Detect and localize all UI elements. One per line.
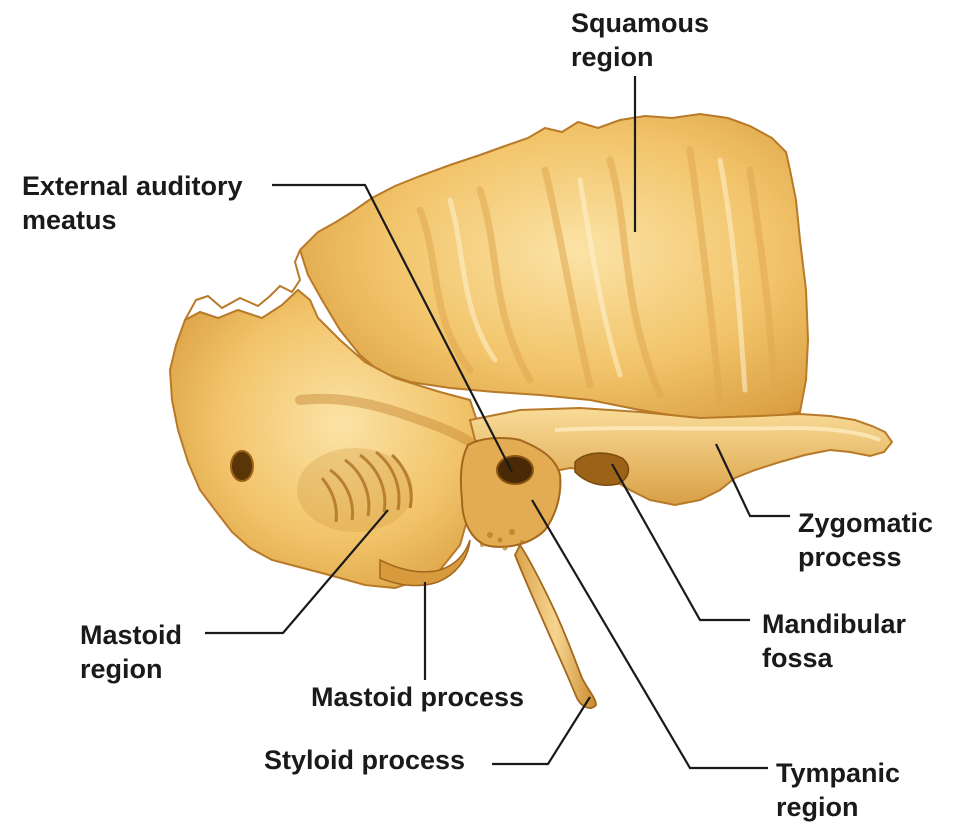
external-auditory-meatus-opening: [497, 456, 533, 484]
label-zygomatic-process: Zygomatic process: [798, 506, 933, 574]
label-zygomatic-line1: Zygomatic: [798, 506, 933, 540]
label-eam-line1: External auditory: [22, 169, 243, 203]
label-squamous-line2: region: [571, 40, 709, 74]
label-styloid-process: Styloid process: [264, 743, 465, 777]
label-tympanic-line2: region: [776, 790, 900, 822]
label-tympanic-region: Tympanic region: [776, 756, 900, 822]
label-mandibular-fossa: Mandibular fossa: [762, 607, 906, 675]
label-styloid-line1: Styloid process: [264, 743, 465, 777]
label-mastoid-region-line2: region: [80, 652, 182, 686]
label-mandibular-line2: fossa: [762, 641, 906, 675]
label-mastoid-process-line1: Mastoid process: [311, 680, 524, 714]
label-mastoid-region-line1: Mastoid: [80, 618, 182, 652]
label-eam-line2: meatus: [22, 203, 243, 237]
label-mastoid-region: Mastoid region: [80, 618, 182, 686]
label-mandibular-line1: Mandibular: [762, 607, 906, 641]
label-external-auditory-meatus: External auditory meatus: [22, 169, 243, 237]
label-squamous-region: Squamous region: [571, 6, 709, 74]
mastoid-foramen: [231, 451, 253, 481]
styloid-process-shape: [515, 545, 596, 708]
label-mastoid-process: Mastoid process: [311, 680, 524, 714]
label-squamous-line1: Squamous: [571, 6, 709, 40]
label-tympanic-line1: Tympanic: [776, 756, 900, 790]
label-zygomatic-line2: process: [798, 540, 933, 574]
